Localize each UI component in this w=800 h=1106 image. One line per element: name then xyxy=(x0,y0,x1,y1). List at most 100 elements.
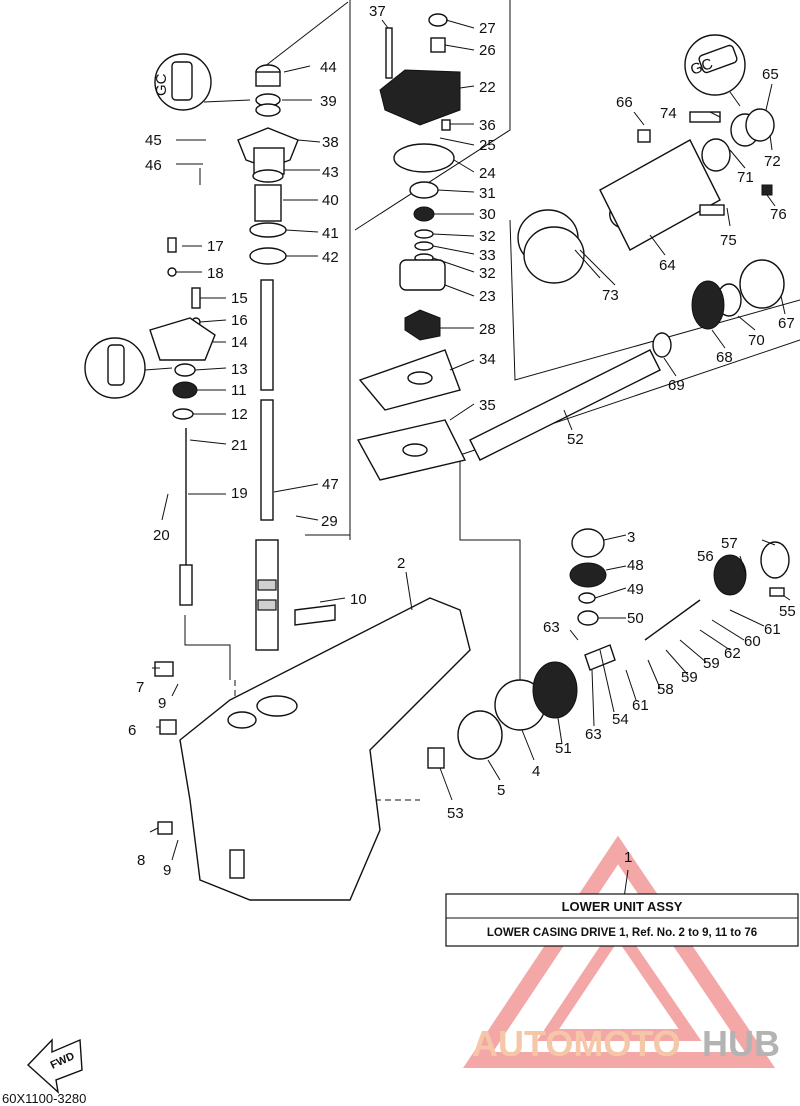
callout-27: 27 xyxy=(479,20,496,37)
callout-39: 39 xyxy=(320,93,337,110)
callout-42: 42 xyxy=(322,249,339,266)
assembly-subtitle: LOWER CASING DRIVE 1, Ref. No. 2 to 9, 1… xyxy=(487,927,757,939)
grease-badge-text-right: GC xyxy=(688,55,715,79)
callout-18: 18 xyxy=(207,265,224,282)
watermark-triangle-inner xyxy=(536,919,702,1041)
callout-31: 31 xyxy=(479,185,496,202)
watermark: AUTOMOTO HUB xyxy=(463,835,780,1068)
callout-35: 35 xyxy=(479,397,496,414)
callout-38: 38 xyxy=(322,134,339,151)
callout-6: 6 xyxy=(128,722,136,739)
callout-67: 67 xyxy=(778,315,795,332)
grease-badge-top-right xyxy=(684,34,746,107)
callout-47: 47 xyxy=(322,476,339,493)
callout-33: 33 xyxy=(479,247,496,264)
callout-13: 13 xyxy=(231,361,248,378)
callout-65: 65 xyxy=(762,66,779,83)
callout-16: 16 xyxy=(231,312,248,329)
leader-lines xyxy=(149,19,791,899)
drive-shaft-group xyxy=(237,64,299,651)
callout-61b: 61 xyxy=(632,697,649,714)
callout-52: 52 xyxy=(567,431,584,448)
callout-62: 62 xyxy=(724,645,741,662)
callout-63b: 63 xyxy=(585,726,602,743)
callout-49: 49 xyxy=(627,581,644,598)
callout-59b: 59 xyxy=(703,655,720,672)
callout-44: 44 xyxy=(320,59,337,76)
callout-9b: 9 xyxy=(163,862,171,879)
callout-71: 71 xyxy=(737,169,754,186)
callout-56: 56 xyxy=(697,548,714,565)
callout-72: 72 xyxy=(764,153,781,170)
callout-25: 25 xyxy=(479,137,496,154)
callout-29: 29 xyxy=(321,513,338,530)
callout-11: 11 xyxy=(231,382,247,399)
callout-43: 43 xyxy=(322,164,339,181)
lower-casing xyxy=(179,597,471,901)
callout-5: 5 xyxy=(497,782,505,799)
callout-36: 36 xyxy=(479,117,496,134)
callout-54: 54 xyxy=(612,711,629,728)
gear-group xyxy=(154,528,790,835)
grease-badge-text-left: GC xyxy=(153,73,170,96)
callout-23: 23 xyxy=(479,288,496,305)
callout-73: 73 xyxy=(602,287,619,304)
grease-badge-mid-left xyxy=(84,337,173,399)
callout-1: 1 xyxy=(624,849,632,866)
callout-34: 34 xyxy=(479,351,496,368)
callout-22: 22 xyxy=(479,79,496,96)
callout-69: 69 xyxy=(668,377,685,394)
callout-61a: 61 xyxy=(764,621,781,638)
callout-20: 20 xyxy=(153,527,170,544)
shift-rod-group xyxy=(149,237,216,606)
callout-41: 41 xyxy=(322,225,339,242)
callout-3: 3 xyxy=(627,529,635,546)
callout-76: 76 xyxy=(770,206,787,223)
callout-21: 21 xyxy=(231,437,248,454)
water-pump-group xyxy=(356,13,467,481)
watermark-triangle-outer xyxy=(463,835,776,1068)
callout-68: 68 xyxy=(716,349,733,366)
callout-19: 19 xyxy=(231,485,248,502)
callout-7: 7 xyxy=(136,679,144,696)
callout-24: 24 xyxy=(479,165,496,182)
callout-74: 74 xyxy=(660,105,677,122)
callout-60: 60 xyxy=(744,633,761,650)
callout-66: 66 xyxy=(616,94,633,111)
callout-10: 10 xyxy=(350,591,367,608)
callout-numbers: 1 2 3 4 5 6 7 8 9 9 10 11 12 13 14 15 16… xyxy=(128,3,796,879)
callout-59a: 59 xyxy=(681,669,698,686)
grease-badge-top-left xyxy=(154,53,251,111)
callout-64: 64 xyxy=(659,257,676,274)
assembly-title: LOWER UNIT ASSY xyxy=(562,899,683,914)
watermark-text-hub: HUB xyxy=(702,1023,780,1064)
assembly-label-box: LOWER UNIT ASSY LOWER CASING DRIVE 1, Re… xyxy=(445,893,799,947)
callout-55: 55 xyxy=(779,603,796,620)
callout-58: 58 xyxy=(657,681,674,698)
callout-57: 57 xyxy=(721,535,738,552)
fwd-arrow: FWD xyxy=(26,1038,83,1094)
callout-32a: 32 xyxy=(479,228,496,245)
callout-32b: 32 xyxy=(479,265,496,282)
callout-45: 45 xyxy=(145,132,162,149)
callout-2: 2 xyxy=(397,555,405,572)
callout-51: 51 xyxy=(555,740,572,757)
callout-17: 17 xyxy=(207,238,224,255)
callout-50: 50 xyxy=(627,610,644,627)
callout-46: 46 xyxy=(145,157,162,174)
callout-26: 26 xyxy=(479,42,496,59)
callout-9a: 9 xyxy=(158,695,166,712)
callout-4: 4 xyxy=(532,763,540,780)
callout-40: 40 xyxy=(322,192,339,209)
callout-15: 15 xyxy=(231,290,248,307)
callout-14: 14 xyxy=(231,334,248,351)
diagram-code: 60X1100-3280 xyxy=(2,1091,86,1106)
callout-8: 8 xyxy=(137,852,145,869)
callout-30: 30 xyxy=(479,206,496,223)
callout-75: 75 xyxy=(720,232,737,249)
callout-28: 28 xyxy=(479,321,496,338)
callout-48: 48 xyxy=(627,557,644,574)
callout-63a: 63 xyxy=(543,619,560,636)
callout-37: 37 xyxy=(369,3,386,20)
